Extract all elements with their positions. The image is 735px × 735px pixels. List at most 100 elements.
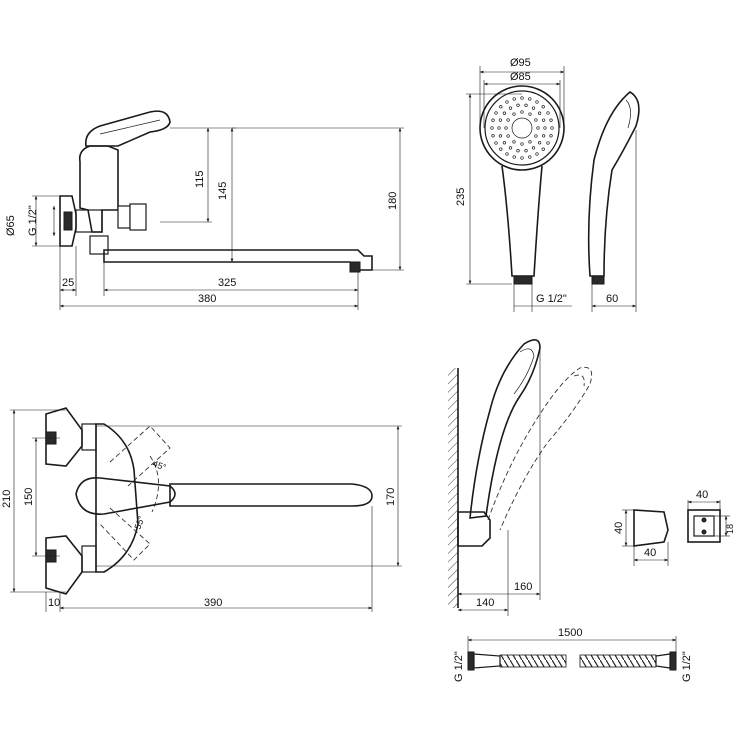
- nozzle: [528, 97, 532, 101]
- dim-1500: 1500: [558, 627, 582, 639]
- shower-side-body: [587, 91, 640, 277]
- dim-diameter-95: Ø95: [510, 57, 531, 69]
- nozzle: [543, 126, 547, 130]
- lever-edge: [99, 119, 161, 135]
- nozzle: [491, 118, 495, 122]
- dim-170: 170: [385, 488, 397, 506]
- dim-60: 60: [606, 293, 618, 305]
- lever-rotation-45: [109, 425, 171, 487]
- hose-thread-right: G 1/2": [681, 651, 693, 682]
- holder-detail: 40 40 40 18: [613, 489, 735, 566]
- nozzle: [499, 105, 503, 109]
- dim-235: 235: [455, 188, 467, 206]
- holder-front-view: [687, 509, 721, 543]
- hand-shower-side: 60: [587, 91, 640, 312]
- nozzle: [490, 126, 494, 130]
- nozzle: [512, 140, 516, 144]
- dim-diameter-65: Ø65: [5, 215, 17, 236]
- nozzle: [516, 149, 520, 153]
- faucet-top-view: 210 150 170 10 390 45° 55°: [1, 407, 402, 612]
- hose-nut-left: [467, 651, 475, 671]
- wall-hatch: [448, 368, 458, 608]
- nozzle: [541, 105, 545, 109]
- nozzle: [550, 126, 554, 130]
- nozzle: [541, 134, 546, 138]
- nozzle: [520, 156, 524, 160]
- dim-holder-40-h: 40: [613, 522, 625, 534]
- thread-stub: [63, 211, 73, 231]
- screw-hole-top: [701, 517, 707, 523]
- dim-thread-side: G 1/2": [27, 205, 39, 236]
- nozzle: [516, 103, 520, 107]
- dim-thread-shower: G 1/2": [536, 293, 567, 305]
- dim-145: 145: [217, 182, 229, 200]
- connector-bottom: [81, 545, 97, 573]
- shower-hose: 1500 G 1/2" G 1/2": [453, 627, 693, 682]
- nozzle: [502, 141, 507, 145]
- mixer-body: [78, 145, 119, 233]
- shower-tilted-position: [487, 366, 593, 531]
- outlet-nut-left: [117, 205, 131, 229]
- spout-pipe: [103, 249, 373, 271]
- wall-mounted-shower: 160 140: [448, 339, 593, 616]
- nozzle: [491, 134, 495, 138]
- dim-holder-18: 18: [725, 524, 735, 534]
- nozzle: [531, 146, 536, 150]
- rotation-arc: [149, 455, 159, 513]
- dim-140: 140: [476, 597, 494, 609]
- hose-cone-right: [655, 653, 671, 669]
- aerator: [349, 261, 361, 273]
- wall-holder: [457, 511, 491, 547]
- nozzle: [498, 134, 503, 138]
- nozzle: [528, 112, 532, 116]
- shower-in-holder: [469, 339, 541, 519]
- angle-55: 55°: [132, 514, 146, 531]
- nozzle: [546, 111, 550, 115]
- nozzle: [502, 111, 507, 115]
- nozzle: [531, 106, 536, 110]
- holder-side-view: [633, 509, 669, 547]
- diverter-nut: [89, 235, 109, 255]
- shower-handle: [501, 165, 543, 277]
- outlet-nut: [129, 203, 147, 231]
- dim-holder-40-w: 40: [644, 547, 656, 559]
- hose-coil-left: [499, 654, 567, 668]
- mixer-body-top: [95, 423, 139, 573]
- dim-210: 210: [1, 490, 13, 508]
- nozzle: [524, 103, 528, 107]
- nozzle: [535, 152, 539, 156]
- nozzle: [494, 141, 498, 145]
- shower-side-thread: [591, 275, 605, 285]
- nozzle: [520, 96, 524, 100]
- dim-160: 160: [514, 581, 532, 593]
- nozzle: [528, 155, 532, 159]
- nozzle: [505, 152, 509, 156]
- hose-cone-left: [473, 653, 501, 669]
- nozzle: [520, 142, 524, 146]
- holder-front-inner: [693, 515, 715, 537]
- dim-holder-40-top: 40: [696, 489, 708, 501]
- shower-side-face: [625, 99, 631, 129]
- shower-face: [484, 90, 560, 166]
- hose-nut-right: [669, 651, 677, 671]
- nozzle: [549, 134, 553, 138]
- dim-115: 115: [194, 170, 206, 188]
- nozzle: [512, 112, 516, 116]
- nozzle: [536, 126, 540, 130]
- hose-thread-left: G 1/2": [453, 651, 465, 682]
- shower-center: [511, 117, 533, 139]
- angle-45: 45°: [151, 458, 168, 472]
- shower-thread: [513, 275, 533, 285]
- nozzle: [537, 141, 542, 145]
- lever-top: [75, 477, 176, 515]
- shower-tilted-face: [573, 374, 585, 387]
- dim-180: 180: [387, 192, 399, 210]
- nozzle: [524, 149, 528, 153]
- nozzle: [541, 118, 546, 122]
- spout-top: [169, 483, 373, 507]
- nozzle: [494, 111, 498, 115]
- nozzle: [498, 118, 503, 122]
- lever-rotation-55: [99, 507, 151, 561]
- nozzle: [535, 100, 539, 104]
